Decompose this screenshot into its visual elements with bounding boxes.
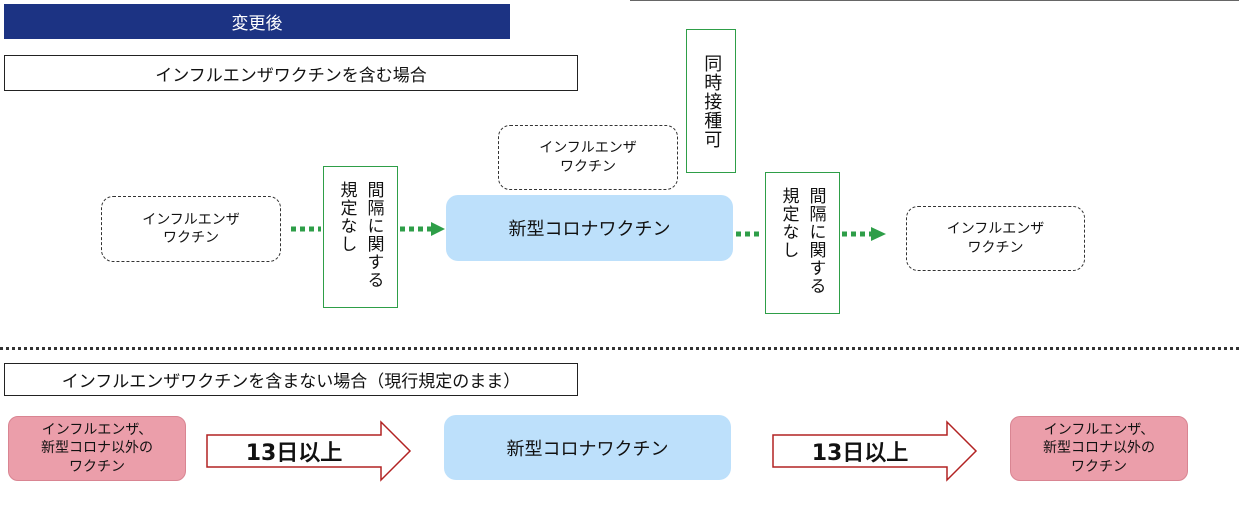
green-arrowhead-2 [871, 227, 886, 241]
covid-vaccine-box: 新型コロナワクチン [446, 195, 733, 261]
section-divider [0, 347, 1239, 350]
no-interval-rule-left-line-1: 間隔に関する [363, 181, 384, 289]
covid-vaccine-box-2: 新型コロナワクチン [444, 415, 731, 480]
no-interval-rule-right-line-2: 規定なし [778, 187, 799, 259]
no-interval-rule-box-right: 間隔に関する 規定なし [765, 172, 840, 314]
right-other-vaccine-box: インフルエンザ、 新型コロナ以外の ワクチン [1010, 416, 1188, 481]
right-other-line-2: 新型コロナ以外の [1043, 440, 1155, 457]
upper-influenza-vaccine-box: インフルエンザ ワクチン [498, 125, 678, 190]
left-other-line-1: インフルエンザ、 [41, 422, 153, 439]
no-interval-rule-right-line-1: 間隔に関する [805, 187, 826, 295]
left-influenza-vaccine-box: インフルエンザ ワクチン [101, 196, 281, 262]
left-other-vaccine-box: インフルエンザ、 新型コロナ以外の ワクチン [8, 416, 186, 481]
right-influenza-line-2: ワクチン [967, 239, 1024, 256]
interval-label-left: 13日以上 [245, 441, 343, 466]
top-divider [630, 0, 1239, 1]
right-influenza-line-1: インフルエンザ [946, 221, 1045, 238]
simultaneous-vaccination-box: 同時接種可 [686, 29, 736, 173]
header-bar: 変更後 [4, 4, 510, 39]
right-other-line-1: インフルエンザ、 [1043, 422, 1155, 439]
left-other-line-3: ワクチン [69, 458, 125, 475]
green-arrowhead-1 [431, 222, 445, 236]
right-influenza-vaccine-box: インフルエンザ ワクチン [906, 206, 1085, 271]
upper-influenza-line-1: インフルエンザ [539, 140, 637, 157]
case-without-influenza-label: インフルエンザワクチンを含まない場合（現行規定のまま） [4, 363, 578, 396]
left-other-line-2: 新型コロナ以外の [41, 440, 153, 457]
no-interval-rule-box-left: 間隔に関する 規定なし [323, 166, 398, 308]
interval-arrow-right [772, 420, 978, 482]
left-influenza-line-1: インフルエンザ [142, 211, 240, 228]
interval-label-right: 13日以上 [811, 441, 909, 466]
right-other-line-3: ワクチン [1071, 458, 1127, 475]
no-interval-rule-left-line-2: 規定なし [336, 181, 357, 253]
left-influenza-line-2: ワクチン [163, 230, 219, 246]
upper-influenza-line-2: ワクチン [560, 158, 616, 175]
interval-arrow-left [206, 420, 412, 482]
case-with-influenza-label: インフルエンザワクチンを含む場合 [4, 55, 578, 91]
